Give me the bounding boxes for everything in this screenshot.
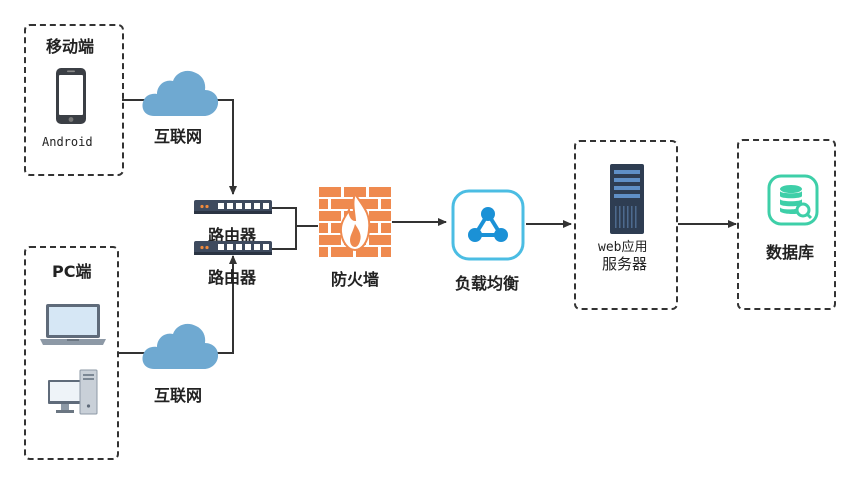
pc-title: PC端 bbox=[52, 262, 92, 281]
database-label: 数据库 bbox=[766, 243, 815, 262]
internet-cloud-icon bbox=[142, 70, 219, 116]
router-icon bbox=[194, 200, 272, 214]
link-cloud-bottom-to-router bbox=[212, 255, 237, 354]
database-group bbox=[737, 139, 836, 310]
link-routers-to-firewall bbox=[272, 207, 297, 250]
router-icon bbox=[194, 241, 272, 255]
link-cloud-top-to-router bbox=[212, 99, 237, 195]
desktop-computer-icon bbox=[48, 369, 98, 415]
internet-top-label: 互联网 bbox=[154, 127, 203, 146]
load-balancer-label: 负载均衡 bbox=[455, 274, 520, 293]
router-top-label: 路由器 bbox=[208, 226, 257, 245]
android-label: Android bbox=[42, 135, 93, 149]
mobile-title: 移动端 bbox=[46, 37, 95, 56]
firewall-icon bbox=[318, 186, 392, 258]
internet-cloud-icon bbox=[142, 323, 219, 369]
pc-group bbox=[24, 246, 119, 460]
web-server-label-line2: 服务器 bbox=[602, 255, 648, 273]
mobile-group bbox=[24, 24, 124, 176]
smartphone-icon bbox=[56, 68, 86, 124]
laptop-icon bbox=[40, 304, 106, 345]
load-balancer-icon bbox=[451, 189, 525, 261]
firewall-label: 防火墙 bbox=[331, 270, 380, 289]
web-server-label-line1: web应用 bbox=[598, 240, 648, 255]
database-icon bbox=[767, 174, 819, 226]
internet-bottom-label: 互联网 bbox=[154, 386, 203, 405]
server-rack-icon bbox=[610, 164, 644, 234]
router-bottom-label: 路由器 bbox=[208, 268, 257, 287]
web-server-group bbox=[574, 140, 678, 310]
